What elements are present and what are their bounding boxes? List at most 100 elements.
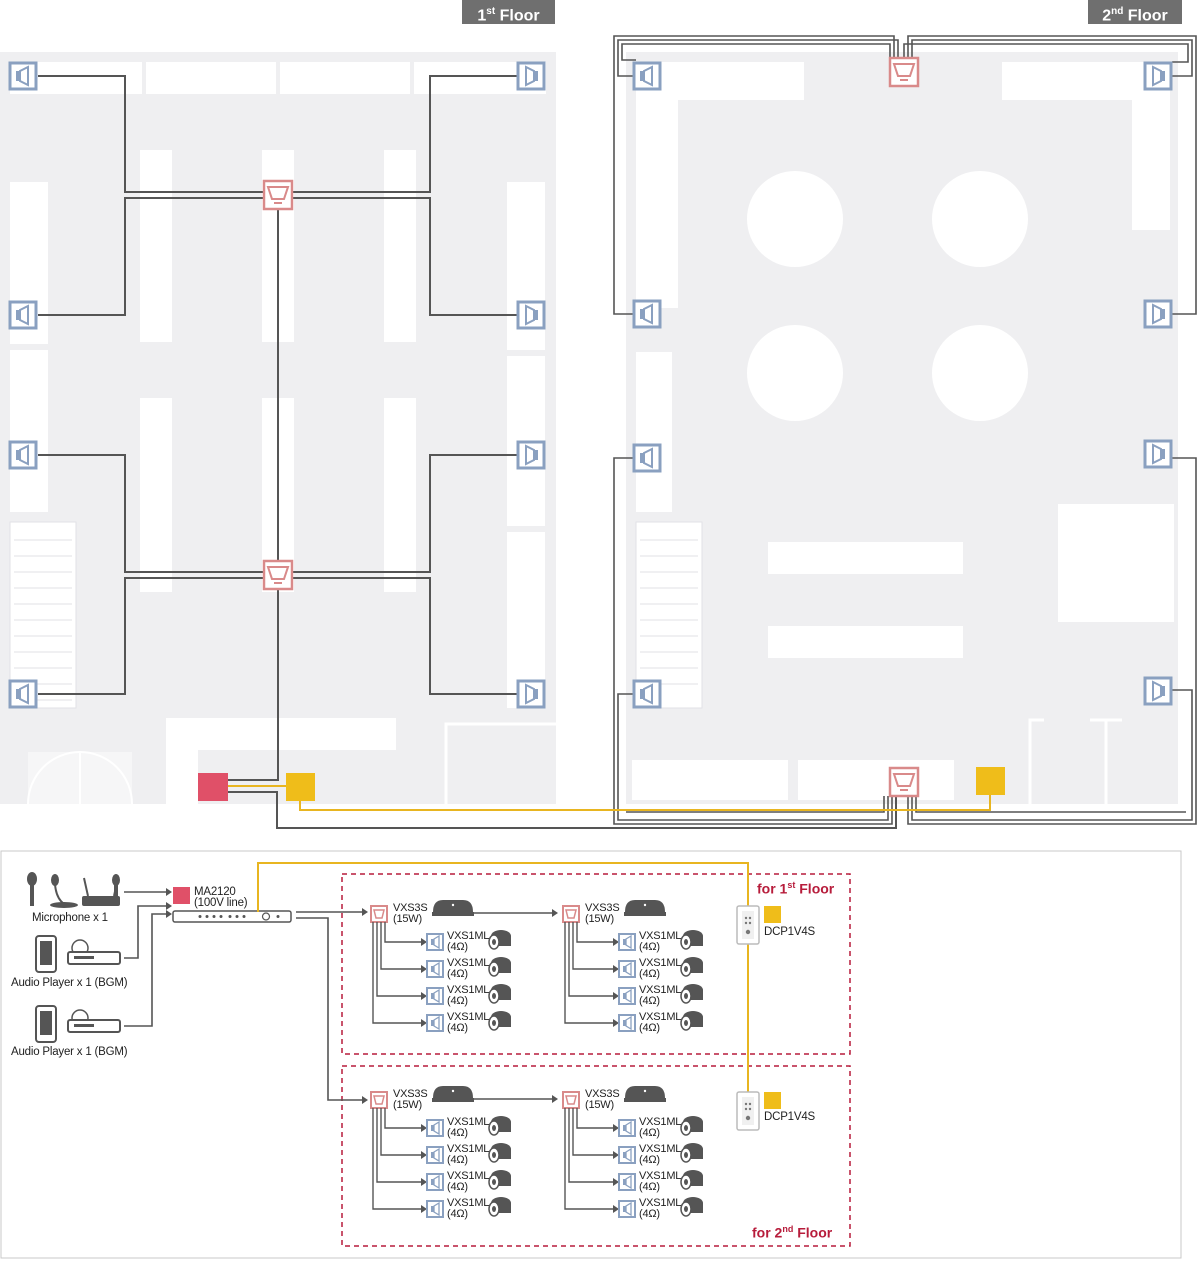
subwoofer-icon xyxy=(562,905,580,923)
ceiling-speaker-device-icon xyxy=(680,1170,703,1190)
vxs1ml-model-label: VXS1ML xyxy=(639,1197,682,1209)
ceiling-speaker-icon xyxy=(1143,299,1173,329)
zone-label-word: Floor xyxy=(793,1224,833,1241)
vxs3s-spec-label: (15W) xyxy=(585,913,614,925)
ceiling-speaker-icon xyxy=(8,300,38,330)
vxs1ml-spec-label: (4Ω) xyxy=(639,941,660,953)
vxs1ml-model-label: VXS1ML xyxy=(447,1011,490,1023)
subwoofer-icon xyxy=(562,1091,580,1109)
vxs1ml-spec-label: (4Ω) xyxy=(639,1181,660,1193)
vxs1ml-model-label: VXS1ML xyxy=(639,984,682,996)
floor-tag-word: Floor xyxy=(499,7,540,25)
amplifier-spec: (100V line) xyxy=(194,897,248,909)
vxs1ml-model-label: VXS1ML xyxy=(447,1197,490,1209)
control-wiring-floor xyxy=(228,785,991,811)
vxs1ml-spec-label: (4Ω) xyxy=(447,941,468,953)
vxs3s-spec-label: (15W) xyxy=(393,1099,422,1111)
controller-floor1 xyxy=(286,773,315,801)
source-arrows xyxy=(166,888,172,918)
vxs1ml-spec-label: (4Ω) xyxy=(639,1154,660,1166)
vxs1ml-model-label: VXS1ML xyxy=(447,1170,490,1182)
ceiling-speaker-device-icon xyxy=(488,984,511,1004)
ceiling-speaker-icon xyxy=(632,443,662,473)
ceiling-speaker-icon xyxy=(618,1119,636,1137)
vxs1ml-spec-label: (4Ω) xyxy=(639,995,660,1007)
audio-player-label-2: Audio Player x 1 (BGM) xyxy=(11,1046,128,1058)
vxs1ml-spec-label: (4Ω) xyxy=(447,1022,468,1034)
vxs1ml-spec-label: (4Ω) xyxy=(639,1127,660,1139)
ceiling-speaker-device-icon xyxy=(680,984,703,1004)
vxs3s-model-label: VXS3S xyxy=(585,1088,620,1100)
ceiling-speaker-icon xyxy=(426,1173,444,1191)
microphone-label: Microphone x 1 xyxy=(32,912,108,924)
vxs1ml-spec-label: (4Ω) xyxy=(639,1208,660,1220)
floor-tag-number: 1 xyxy=(477,7,487,25)
audio-player-icon-2 xyxy=(35,1005,121,1043)
vxs1ml-model-label: VXS1ML xyxy=(639,1116,682,1128)
branch-wiring xyxy=(372,922,421,1024)
ceiling-speaker-device-icon xyxy=(488,1143,511,1163)
audio-player-icon-1 xyxy=(35,935,121,973)
ceiling-speaker-icon xyxy=(516,679,546,709)
amplifier-icon xyxy=(172,910,292,923)
controller-label-1: DCP1V4S xyxy=(764,926,816,938)
vxs1ml-spec-label: (4Ω) xyxy=(447,1181,468,1193)
ceiling-speaker-icon xyxy=(618,1146,636,1164)
control-wiring-schematic xyxy=(257,862,749,1094)
ceiling-speaker-icon xyxy=(1143,61,1173,91)
controller-panel-icon-2 xyxy=(736,1091,760,1131)
ceiling-speaker-icon xyxy=(8,440,38,470)
subwoofer-device-icon xyxy=(432,1086,474,1102)
ceiling-speaker-device-icon xyxy=(680,1116,703,1136)
ceiling-speaker-icon xyxy=(426,987,444,1005)
ceiling-speaker-device-icon xyxy=(488,1170,511,1190)
ceiling-speaker-icon xyxy=(618,1173,636,1191)
floor-tag-2nd: 2nd Floor xyxy=(1088,0,1182,24)
vxs1ml-model-label: VXS1ML xyxy=(639,1170,682,1182)
ceiling-speaker-icon xyxy=(632,679,662,709)
ceiling-speaker-icon xyxy=(1143,676,1173,706)
zone-label-prefix: for 1 xyxy=(757,880,788,897)
vxs1ml-model-label: VXS1ML xyxy=(639,1011,682,1023)
vxs3s-model-label: VXS3S xyxy=(585,902,620,914)
ceiling-speaker-icon xyxy=(8,61,38,91)
controller-swatch-1 xyxy=(764,906,781,923)
zone-label-suffix: nd xyxy=(782,1224,794,1234)
floor-tag-suffix: nd xyxy=(1111,6,1124,17)
microphone-icon xyxy=(27,872,120,908)
ceiling-speaker-device-icon xyxy=(680,957,703,977)
subwoofer-icon xyxy=(370,905,388,923)
vxs1ml-model-label: VXS1ML xyxy=(447,1116,490,1128)
vxs1ml-model-label: VXS1ML xyxy=(447,984,490,996)
amplifier-swatch xyxy=(173,887,190,904)
subwoofer-icon xyxy=(888,766,920,798)
ceiling-speaker-device-icon xyxy=(488,1197,511,1217)
ceiling-speaker-icon xyxy=(618,933,636,951)
daisy-chain-wiring xyxy=(474,912,552,1100)
ceiling-speaker-icon xyxy=(632,299,662,329)
ceiling-speaker-icon xyxy=(8,679,38,709)
ceiling-speaker-icon xyxy=(516,61,546,91)
amplifier-floor1 xyxy=(198,773,228,801)
source-wiring xyxy=(124,891,166,1027)
vxs1ml-model-label: VXS1ML xyxy=(639,930,682,942)
ceiling-speaker-device-icon xyxy=(680,1011,703,1031)
ceiling-speaker-icon xyxy=(632,61,662,91)
ceiling-speaker-icon xyxy=(618,960,636,978)
zone-label-word: Floor xyxy=(795,880,835,897)
ceiling-speaker-device-icon xyxy=(488,1116,511,1136)
zone-2nd-floor xyxy=(341,1065,851,1247)
vxs1ml-spec-label: (4Ω) xyxy=(447,968,468,980)
zone-label-suffix: st xyxy=(787,880,796,890)
ceiling-speaker-icon xyxy=(618,1014,636,1032)
subwoofer-device-icon xyxy=(432,900,474,916)
subwoofer-device-icon xyxy=(624,900,666,916)
subwoofer-icon xyxy=(262,179,294,211)
branch-wiring xyxy=(564,1108,613,1210)
vxs1ml-spec-label: (4Ω) xyxy=(447,995,468,1007)
vxs1ml-model-label: VXS1ML xyxy=(639,1143,682,1155)
zone-1st-floor xyxy=(341,873,851,1055)
controller-swatch-2 xyxy=(764,1092,781,1109)
